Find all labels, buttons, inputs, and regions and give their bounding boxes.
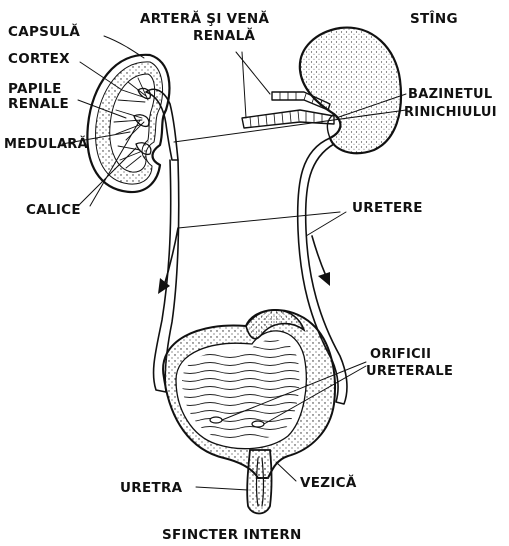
label-sting: STÎNG xyxy=(410,10,458,27)
left-ureter-arrowhead xyxy=(158,278,170,294)
leader-vezica xyxy=(276,462,296,481)
right-ureter-arrow xyxy=(312,236,326,276)
label-calice: CALICE xyxy=(26,202,81,218)
label-bazinet-line1: BAZINETUL xyxy=(408,87,492,102)
label-orificii-line2: URETERALE xyxy=(366,364,453,379)
label-papile-line1: PAPILE xyxy=(8,81,62,97)
right-kidney xyxy=(300,28,401,154)
label-uretra: URETRA xyxy=(120,480,183,496)
label-vezica: VEZICĂ xyxy=(300,473,357,491)
leader-artera-1 xyxy=(236,52,270,94)
renal-vein xyxy=(242,110,334,128)
label-bazinet-line2: RINICHIULUI xyxy=(404,105,497,120)
label-capsula: CAPSULĂ xyxy=(8,22,80,40)
label-papile-line2: RENALE xyxy=(8,96,69,112)
right-ureteral-orifice xyxy=(252,421,264,427)
label-artera-line1: ARTERĂ ŞI VENĂ xyxy=(140,9,270,27)
urethra xyxy=(247,450,271,514)
right-ureter-arrowhead xyxy=(318,272,330,286)
label-medulara: MEDULARĂ xyxy=(4,136,88,152)
renal-vein-rings xyxy=(250,111,322,127)
leader-uretere-right xyxy=(306,212,346,236)
label-uretere: URETERE xyxy=(352,200,423,216)
label-orificii-line1: ORIFICII xyxy=(370,347,431,362)
left-ureteral-orifice xyxy=(210,417,222,423)
leader-uretere-left xyxy=(178,212,340,228)
label-sfincter: SFINCTER INTERN xyxy=(162,527,302,543)
leader-uretra xyxy=(196,487,248,490)
label-cortex: CORTEX xyxy=(8,51,70,67)
right-kidney-body xyxy=(300,28,401,154)
label-artera-line2: RENALĂ xyxy=(193,26,255,44)
